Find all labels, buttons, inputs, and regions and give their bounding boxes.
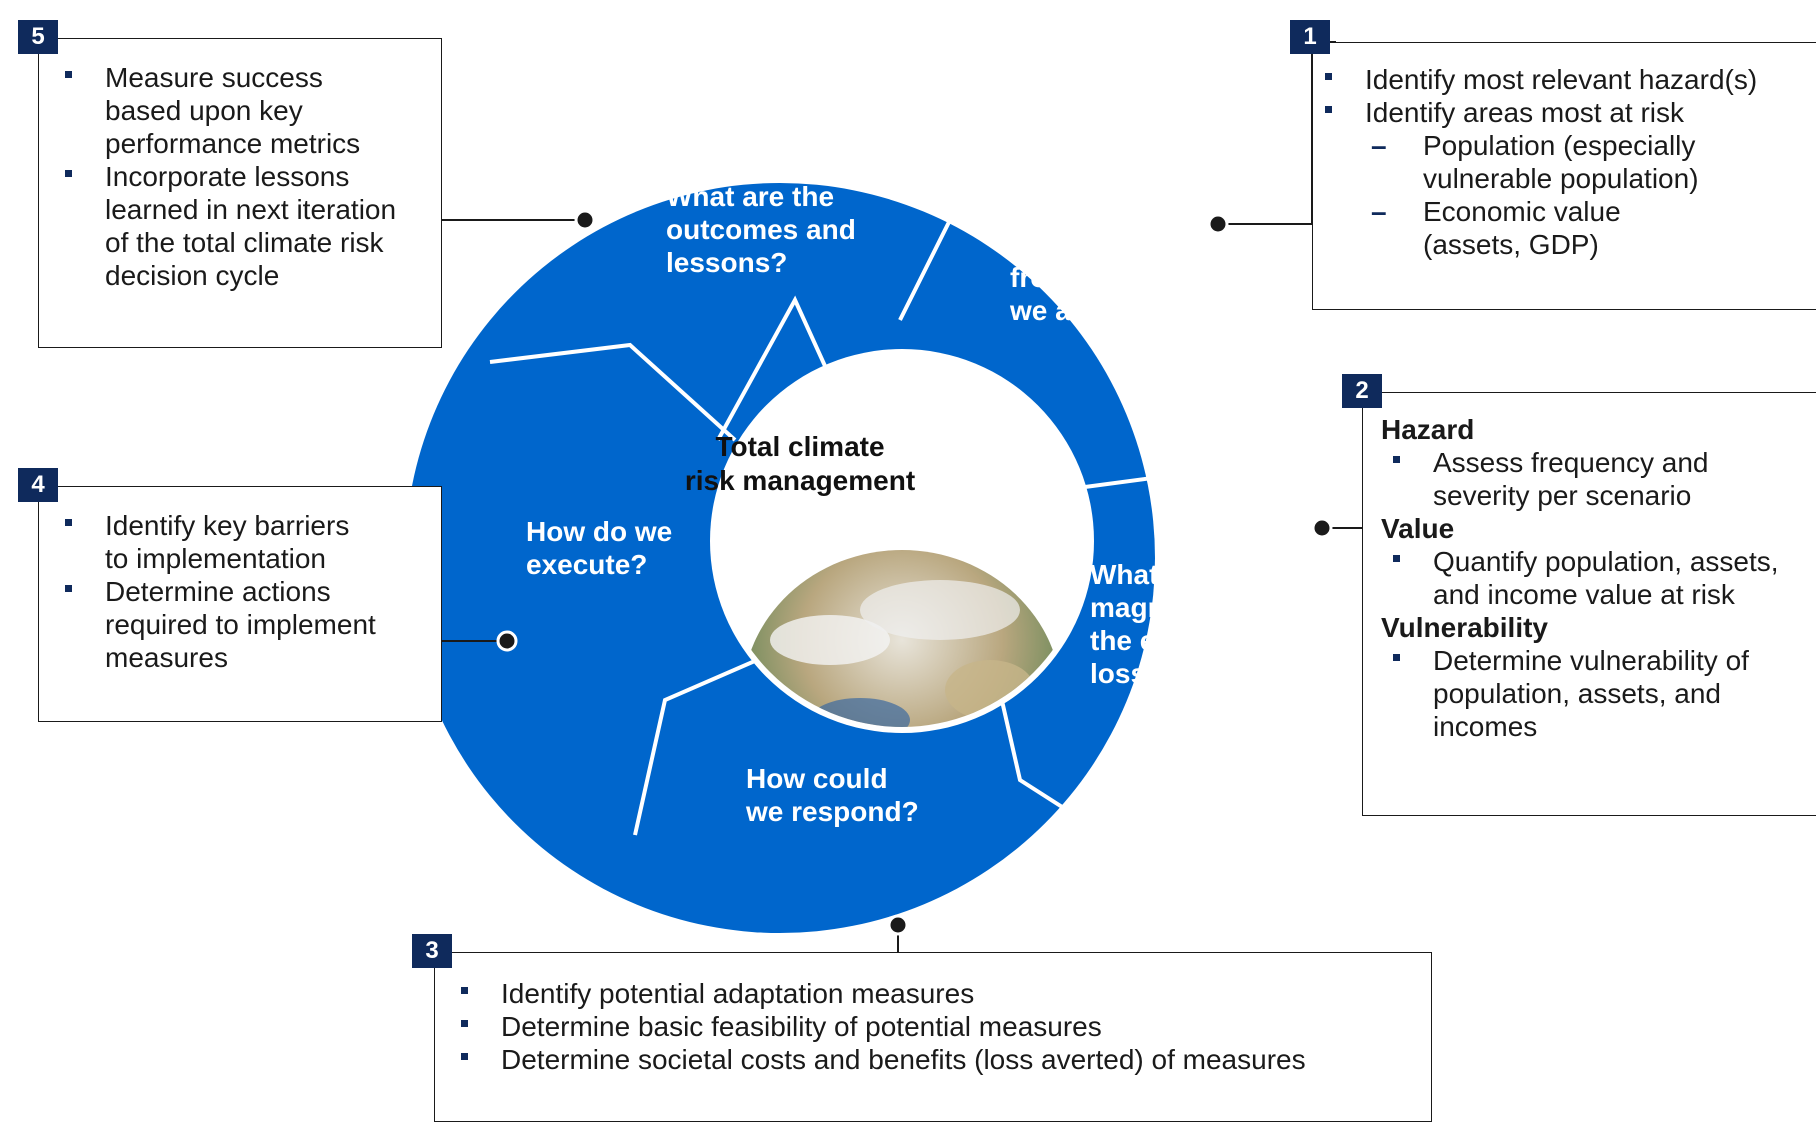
list-item: severity per scenario bbox=[1433, 480, 1692, 511]
list-item: Population (especially bbox=[1313, 129, 1757, 162]
segment-text: What is the bbox=[1090, 559, 1240, 590]
list-item: of the total climate risk bbox=[105, 227, 384, 258]
step-badge-2: 2 bbox=[1342, 374, 1382, 408]
list-item: Identify areas most at risk bbox=[1313, 96, 1757, 129]
segment-text: Where and bbox=[1010, 229, 1154, 260]
list-item: (assets, GDP) bbox=[1423, 229, 1599, 260]
divider-top bbox=[868, 88, 963, 321]
list-item: Economic value bbox=[1313, 195, 1757, 228]
step-badge-1: 1 bbox=[1290, 20, 1330, 54]
step-badge-5: 5 bbox=[18, 20, 58, 54]
list-item: based upon key bbox=[105, 95, 303, 126]
cycle-diagram bbox=[405, 41, 1362, 952]
list-item: required to implement bbox=[105, 609, 376, 640]
list-item: Identify most relevant hazard(s) bbox=[1313, 63, 1757, 96]
segment-text: we respond? bbox=[746, 796, 919, 827]
segment-text: What are the bbox=[666, 181, 835, 212]
list-item: vulnerable population) bbox=[1423, 163, 1699, 194]
step-box-1: Identify most relevant hazard(s)Identify… bbox=[1312, 42, 1816, 310]
center-title-line: risk management bbox=[684, 465, 916, 496]
segment-text: How could bbox=[746, 763, 888, 794]
segment-text: How do we bbox=[526, 516, 673, 547]
step-1-list: Identify most relevant hazard(s)Identify… bbox=[1313, 63, 1757, 261]
list-item: Measure success bbox=[53, 61, 396, 94]
segment-label-5: What are the outcomes and lessons? bbox=[666, 180, 856, 279]
list-item: decision cycle bbox=[105, 260, 280, 291]
segment-text: the expected bbox=[1090, 625, 1262, 656]
list-item: Quantify population, assets, bbox=[1381, 545, 1779, 578]
step-badge-4: 4 bbox=[18, 468, 58, 502]
divider-bottom-left bbox=[633, 648, 781, 836]
list-item: Determine basic feasibility of potential… bbox=[449, 1010, 1306, 1043]
list-item: Incorporate lessons bbox=[53, 160, 396, 193]
center-title: Total climate risk management bbox=[650, 430, 950, 498]
list-heading: Value bbox=[1381, 513, 1455, 544]
list-item: Determine actions bbox=[53, 575, 376, 608]
segment-text: we at risk? bbox=[1010, 295, 1155, 326]
list-item: Assess frequency and bbox=[1381, 446, 1779, 479]
segment-text: magnitude of bbox=[1090, 592, 1266, 623]
divider-left bbox=[489, 342, 737, 442]
segment-label-4: How do we execute? bbox=[526, 515, 672, 581]
center-title-line: Total climate bbox=[715, 431, 885, 462]
list-item: and income value at risk bbox=[1433, 579, 1735, 610]
segment-text: outcomes and bbox=[666, 214, 856, 245]
list-item: Determine societal costs and benefits (l… bbox=[449, 1043, 1306, 1076]
list-item: learned in next iteration bbox=[105, 194, 397, 225]
step-badge-3: 3 bbox=[412, 934, 452, 968]
list-item: Identify key barriers bbox=[53, 509, 376, 542]
list-item: Identify potential adaptation measures bbox=[449, 977, 1306, 1010]
list-item: performance metrics bbox=[105, 128, 361, 159]
list-item: incomes bbox=[1433, 711, 1538, 742]
segment-text: from what are bbox=[1010, 262, 1194, 293]
list-heading: Vulnerability bbox=[1381, 612, 1549, 643]
connector-dots bbox=[496, 209, 1333, 936]
list-item: Determine vulnerability of bbox=[1381, 644, 1779, 677]
globe-image bbox=[742, 550, 1062, 727]
segment-label-1: Where and from what are we at risk? bbox=[1010, 228, 1194, 327]
segment-text: loss? bbox=[1090, 658, 1164, 689]
segment-label-2: What is the magnitude of the expected lo… bbox=[1090, 558, 1266, 690]
segment-text: lessons? bbox=[666, 247, 788, 278]
list-heading: Hazard bbox=[1381, 414, 1475, 445]
list-item: to implementation bbox=[105, 543, 327, 574]
segment-label-3: How could we respond? bbox=[746, 762, 919, 828]
divider-bottom-right bbox=[993, 669, 1147, 862]
segment-text: execute? bbox=[526, 549, 648, 580]
list-item: measures bbox=[105, 642, 228, 673]
list-item: population, assets, and bbox=[1433, 678, 1721, 709]
